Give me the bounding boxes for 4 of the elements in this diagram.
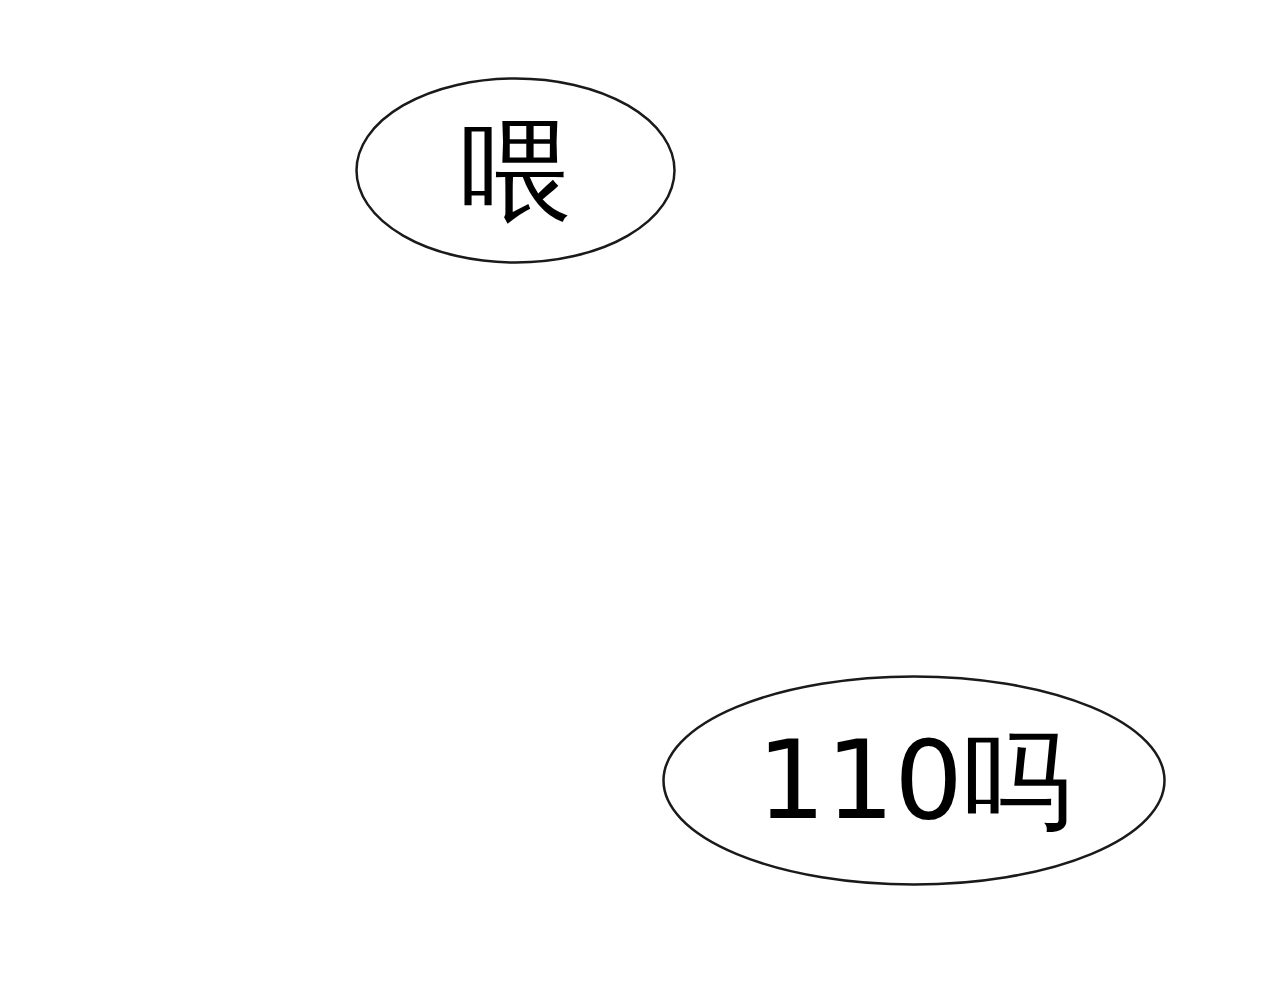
speech-text: 喂 (459, 114, 572, 227)
speech-text: 110吗 (756, 726, 1072, 835)
speech-bubble (662, 675, 1166, 886)
speech-bubble (355, 77, 676, 264)
